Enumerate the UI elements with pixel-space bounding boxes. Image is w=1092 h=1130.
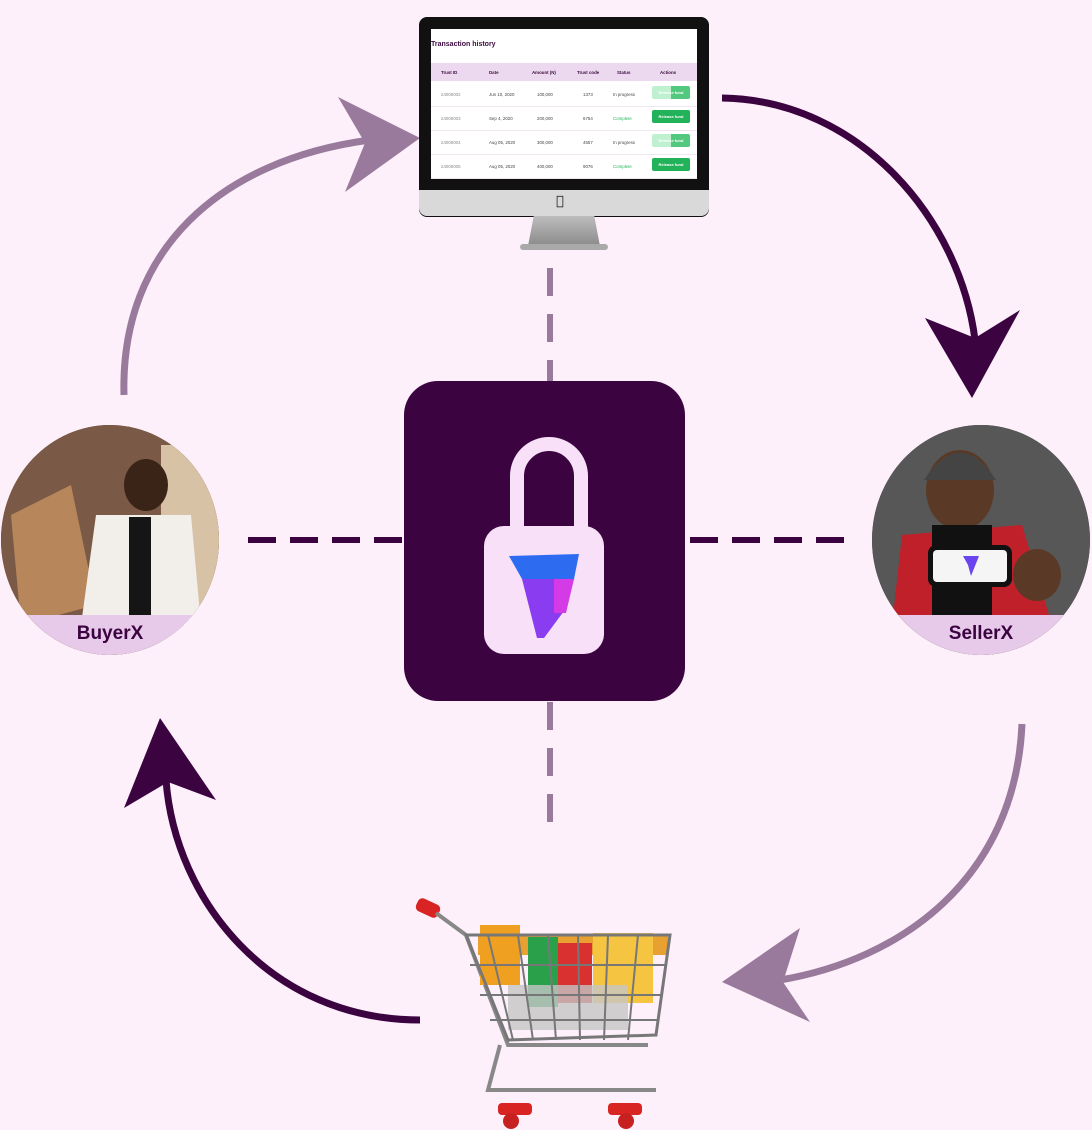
table-row: 24000002 Jun 10, 2020 100,000 1373 In pr…: [431, 82, 697, 107]
cell-amount: 300,000: [537, 140, 553, 145]
screen-title: Transaction history: [431, 41, 496, 48]
col-trust-code: Trust code: [577, 70, 600, 75]
arrow-seller-to-cart: [779, 723, 1026, 984]
monitor-chin: [419, 190, 709, 216]
arrow-dashboard-to-seller: [721, 94, 979, 341]
seller-label: SellerX: [872, 615, 1090, 655]
transaction-history-screen: Transaction history Trust ID Date Amount…: [431, 29, 697, 179]
col-actions: Actions: [660, 70, 677, 75]
cell-trust-code: 9076: [583, 164, 593, 169]
col-status: Status: [617, 70, 631, 75]
seller-avatar: SellerX: [872, 425, 1090, 655]
cell-status: Complete: [613, 164, 632, 169]
buyer-avatar: BuyerX: [1, 425, 219, 655]
table-row: 24000004 Aug 05, 2020 300,000 4557 In pr…: [431, 130, 697, 155]
arrowhead-buyer-to-dashboard: [338, 97, 420, 192]
shopping-cart-icon: [415, 898, 672, 1129]
cell-date: Aug 05, 2020: [489, 164, 516, 169]
table-header: Trust ID Date Amount (N) Trust code Stat…: [431, 63, 697, 81]
apple-logo-icon: : [556, 194, 564, 209]
cell-status: In progress: [613, 140, 635, 145]
cell-trust-id: 24000002: [441, 92, 461, 97]
col-amount: Amount (N): [532, 70, 556, 75]
cell-trust-id: 24000004: [441, 140, 461, 145]
table-row: 24000003 Sep 4, 2020 200,000 6754 Comple…: [431, 106, 697, 131]
cell-date: Jun 10, 2020: [489, 92, 515, 97]
cell-date: Sep 4, 2020: [489, 116, 513, 121]
col-date: Date: [489, 70, 499, 75]
cell-trust-code: 4557: [583, 140, 593, 145]
cell-amount: 400,000: [537, 164, 553, 169]
cell-status: In progress: [613, 92, 635, 97]
monitor-stand-base: [520, 244, 608, 250]
brand-logo-icon: [509, 554, 579, 638]
release-fund-button[interactable]: Release fund: [652, 158, 690, 171]
escrow-lock-card: [404, 381, 685, 701]
col-trust-id: Trust ID: [441, 70, 458, 75]
release-fund-button[interactable]: Release fund: [652, 110, 690, 123]
arrowhead-dashboard-to-seller: [925, 310, 1020, 398]
buyer-label: BuyerX: [1, 615, 219, 655]
monitor-stand: [528, 216, 600, 246]
cell-trust-id: 24000005: [441, 164, 461, 169]
arrowhead-seller-to-cart: [722, 928, 810, 1022]
arrowhead-cart-to-buyer: [124, 718, 216, 808]
cell-amount: 100,000: [537, 92, 553, 97]
arrow-cart-to-buyer: [162, 779, 421, 1024]
arrow-buyer-to-dashboard: [120, 136, 371, 396]
release-fund-button[interactable]: Release fund: [652, 134, 690, 147]
release-fund-button[interactable]: Release fund: [652, 86, 690, 99]
cell-amount: 200,000: [537, 116, 553, 121]
cell-trust-code: 6754: [583, 116, 593, 121]
cell-trust-code: 1373: [583, 92, 593, 97]
cell-trust-id: 24000003: [441, 116, 461, 121]
table-row: 24000005 Aug 05, 2020 400,000 9076 Compl…: [431, 154, 697, 179]
cell-date: Aug 05, 2020: [489, 140, 516, 145]
lock-icon: [484, 437, 604, 654]
cell-status: Complete: [613, 116, 632, 121]
